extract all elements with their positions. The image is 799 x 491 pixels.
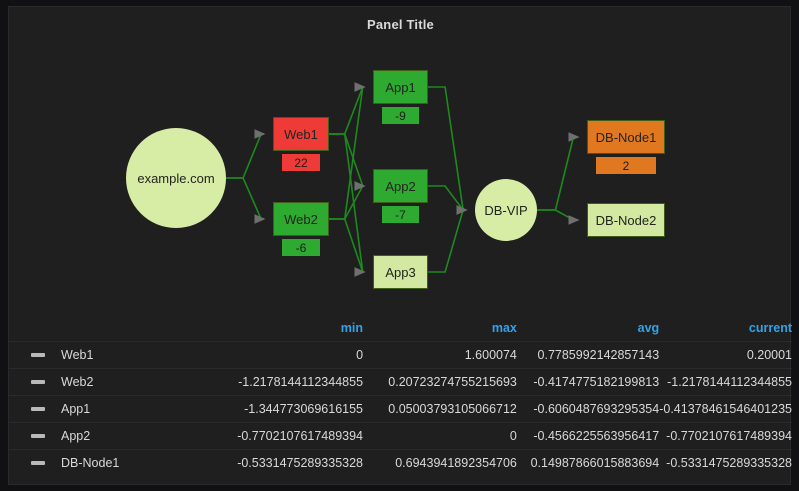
graph-edge-app3-to-dbvip	[428, 205, 468, 273]
col-header-series[interactable]	[9, 319, 220, 342]
graph-node-web2[interactable]: Web2	[273, 202, 329, 236]
series-color-marker[interactable]	[31, 407, 45, 411]
graph-node-badge-app1: -9	[382, 107, 419, 124]
cell-avg: -0.4566225563956417	[516, 422, 660, 450]
graph-node-app3[interactable]: App3	[373, 255, 428, 289]
graph-edge-example-to-web1	[226, 129, 266, 179]
series-cell[interactable]: DB-Node1	[9, 449, 221, 476]
series-cell[interactable]: Web1	[9, 341, 221, 369]
cell-avg: -0.4174775182199813	[516, 368, 660, 396]
graph-node-example[interactable]: example.com	[126, 128, 226, 228]
graph-node-badge-app2: -7	[382, 206, 419, 223]
graph-edge-web2-to-app3	[329, 218, 366, 277]
cell-max: 0.20723274755215693	[363, 368, 517, 396]
cell-max: 1.600074	[363, 341, 517, 369]
graph-node-badge-web2: -6	[282, 239, 320, 256]
series-color-marker[interactable]	[31, 461, 45, 465]
series-color-marker[interactable]	[31, 353, 45, 357]
series-name: DB-Node1	[61, 456, 120, 470]
cell-current: -0.41378461546401235	[659, 395, 792, 423]
cell-avg: 0.14987866015883694	[516, 449, 660, 476]
cell-current: 0.20001	[659, 341, 792, 369]
graph-edge-dbvip-to-dbnode2	[537, 209, 580, 225]
col-header-current[interactable]: current	[748, 321, 792, 335]
graph-node-dbnode2[interactable]: DB-Node2	[587, 203, 665, 237]
graph-node-dbvip[interactable]: DB-VIP	[475, 179, 537, 241]
graph-node-label: Web2	[284, 211, 318, 227]
cell-max: 0.05003793105066712	[363, 395, 517, 423]
graph-edges-layer	[226, 82, 580, 277]
series-cell[interactable]: App2	[9, 422, 221, 450]
series-name: Web1	[61, 348, 94, 362]
graph-node-label: DB-Node1	[595, 129, 657, 145]
graph-node-app2[interactable]: App2	[373, 169, 428, 203]
cell-min: -0.7702107617489394	[220, 422, 364, 450]
graph-node-label: App3	[385, 264, 416, 280]
graph-node-web1[interactable]: Web1	[273, 117, 329, 151]
graph-node-dbnode1[interactable]: DB-Node1	[587, 120, 665, 154]
cell-min: -1.2178144112344855	[220, 368, 364, 396]
graph-node-label: Web1	[284, 126, 318, 142]
series-cell[interactable]: Web2	[9, 368, 221, 396]
cell-current: -1.2178144112344855	[659, 368, 792, 396]
col-header-avg[interactable]: avg	[637, 321, 660, 335]
cell-min: -1.344773069616155	[220, 395, 364, 423]
graph-node-badge-web1: 22	[282, 154, 320, 171]
cell-current: -0.5331475289335328	[659, 449, 792, 476]
series-color-marker[interactable]	[31, 434, 45, 438]
col-header-max[interactable]: max	[491, 321, 517, 335]
series-name: App1	[61, 402, 91, 416]
cell-avg: 0.7785992142857143	[516, 341, 660, 369]
series-color-marker[interactable]	[31, 380, 45, 384]
page-title: Panel Title	[367, 17, 434, 32]
graph-node-label: example.com	[137, 170, 215, 186]
cell-avg: -0.6060487693295354	[516, 395, 660, 423]
graph-node-badge-dbnode1: 2	[596, 157, 656, 174]
table-header-row: min max avg current	[9, 319, 792, 342]
graph-node-label: DB-VIP	[484, 202, 528, 218]
col-header-min[interactable]: min	[340, 321, 364, 335]
cell-max: 0	[363, 422, 517, 450]
graph-edge-app1-to-dbvip	[428, 86, 468, 215]
series-name: Web2	[61, 375, 94, 389]
cell-current: -0.7702107617489394	[659, 422, 792, 450]
series-name: App2	[61, 429, 91, 443]
cell-min: 0	[220, 341, 364, 369]
graph-node-label: DB-Node2	[595, 212, 657, 228]
graph-edge-example-to-web2	[226, 177, 266, 224]
graph-node-label: App1	[385, 79, 416, 95]
cell-min: -0.5331475289335328	[220, 449, 364, 476]
graph-edge-dbvip-to-dbnode1	[537, 132, 580, 211]
series-cell[interactable]: App1	[9, 395, 221, 423]
graph-node-label: App2	[385, 178, 416, 194]
graph-node-app1[interactable]: App1	[373, 70, 428, 104]
cell-max: 0.6943941892354706	[363, 449, 517, 476]
